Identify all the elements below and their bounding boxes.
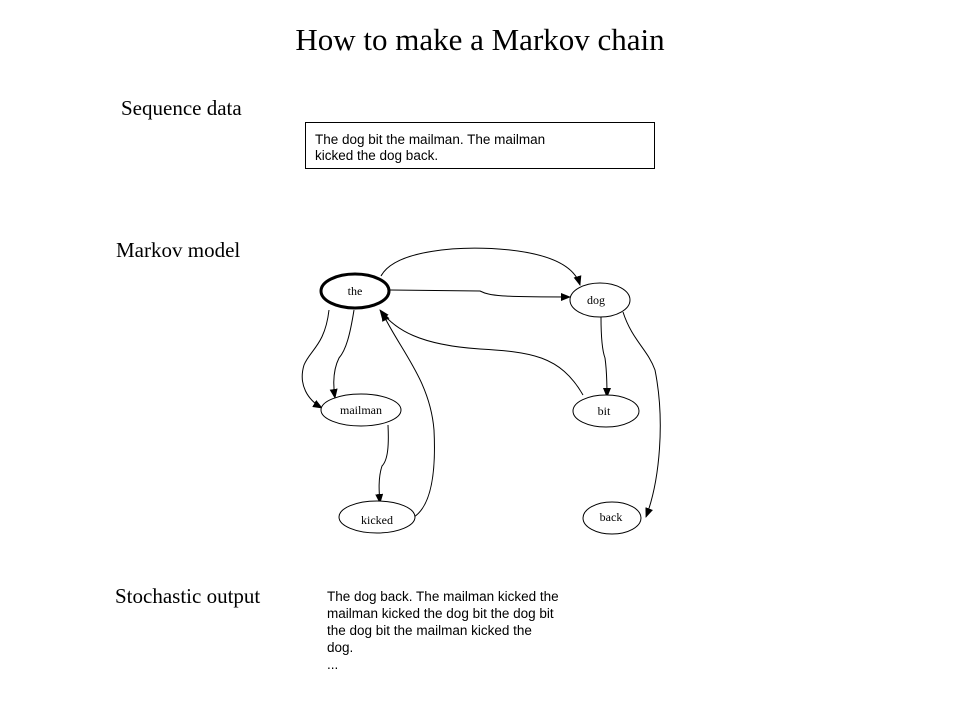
output-text: The dog back. The mailman kicked the mai… bbox=[327, 588, 617, 673]
edge-the-mailman bbox=[329, 309, 355, 399]
node-label-back: back bbox=[600, 510, 623, 524]
model-heading: Markov model bbox=[116, 238, 241, 262]
node-the: the bbox=[319, 272, 391, 310]
edge-bit-the bbox=[379, 309, 584, 396]
sequence-text-line: kicked the dog back. bbox=[315, 148, 439, 163]
node-label-kicked: kicked bbox=[361, 513, 393, 527]
page-title: How to make a Markov chain bbox=[295, 22, 665, 57]
node-label-the: the bbox=[348, 284, 363, 298]
node-kicked: kicked bbox=[338, 500, 416, 534]
edge-dog-back bbox=[622, 311, 661, 518]
output-text-line: dog. bbox=[327, 640, 354, 655]
edge-mailman-kicked bbox=[375, 424, 389, 504]
node-label-bit: bit bbox=[598, 404, 611, 418]
sequence-text-box: The dog bit the mailman. The mailman kic… bbox=[305, 122, 655, 169]
edge-dog-bit bbox=[600, 316, 611, 398]
node-label-mailman: mailman bbox=[340, 403, 382, 417]
edge-the-dog-upper bbox=[380, 247, 582, 286]
node-dog: dog bbox=[569, 282, 631, 318]
node-label-dog: dog bbox=[587, 293, 605, 307]
sequence-heading: Sequence data bbox=[121, 96, 242, 120]
output-heading: Stochastic output bbox=[115, 584, 261, 608]
output-text-line: mailman kicked the dog bit the dog bit bbox=[327, 606, 554, 621]
edge-kicked-the bbox=[381, 311, 435, 518]
edge-the-dog bbox=[389, 289, 571, 301]
output-text-line: The dog back. The mailman kicked the bbox=[327, 589, 559, 604]
output-text-line: ... bbox=[327, 657, 339, 672]
node-mailman: mailman bbox=[320, 393, 402, 427]
sequence-text-line: The dog bit the mailman. The mailman bbox=[315, 132, 546, 147]
node-bit: bit bbox=[572, 394, 640, 428]
output-text-line: the dog bit the mailman kicked the bbox=[327, 623, 532, 638]
edge-the-mailman-outer bbox=[301, 309, 330, 409]
node-back: back bbox=[582, 501, 642, 535]
